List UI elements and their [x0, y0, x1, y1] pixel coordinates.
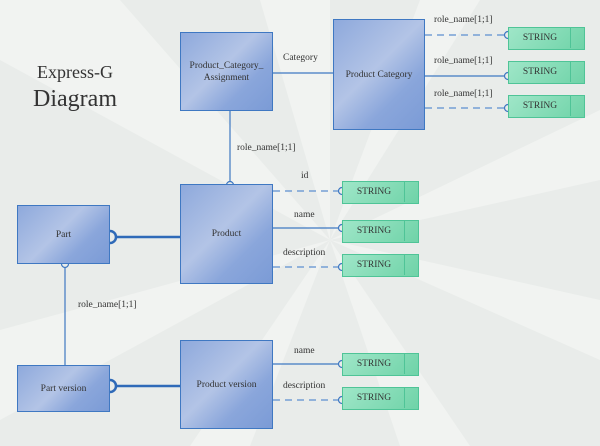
label-id: id [301, 171, 309, 181]
label-role-name: role_name[1;1] [78, 300, 137, 310]
string-label: STRING [356, 187, 392, 197]
string-label: STRING [356, 393, 392, 403]
label-description: description [283, 248, 326, 258]
diagram-title-line1: Express-G [37, 62, 113, 82]
string-cell [404, 221, 418, 241]
type-string[interactable]: STRING [508, 61, 585, 84]
string-cell [404, 182, 418, 202]
type-string[interactable]: STRING [342, 181, 419, 204]
label-name: name [294, 346, 315, 356]
entity-part-version[interactable]: Part version [17, 365, 110, 412]
label-role-name: role_name[1;1] [434, 89, 493, 99]
type-string[interactable]: STRING [342, 254, 419, 277]
type-string[interactable]: STRING [342, 220, 419, 243]
type-string[interactable]: STRING [508, 27, 585, 50]
string-cell [570, 28, 584, 48]
string-cell [404, 388, 418, 408]
label-name: name [294, 210, 315, 220]
string-label: STRING [522, 101, 558, 111]
string-label: STRING [522, 33, 558, 43]
entity-part[interactable]: Part [17, 205, 110, 264]
entity-product-version[interactable]: Product version [180, 340, 273, 429]
entity-product-category[interactable]: Product Category [333, 19, 425, 130]
string-label: STRING [356, 359, 392, 369]
entity-product[interactable]: Product [180, 184, 273, 284]
string-cell [570, 96, 584, 116]
type-string[interactable]: STRING [342, 353, 419, 376]
label-role-name: role_name[1;1] [434, 56, 493, 66]
string-cell [570, 62, 584, 82]
type-string[interactable]: STRING [342, 387, 419, 410]
diagram-title-line2: Diagram [33, 86, 117, 112]
type-string[interactable]: STRING [508, 95, 585, 118]
label-role-name: role_name[1;1] [434, 15, 493, 25]
string-label: STRING [356, 260, 392, 270]
string-cell [404, 255, 418, 275]
label-role-name: role_name[1;1] [237, 143, 296, 153]
label-category: Category [283, 53, 318, 63]
string-cell [404, 354, 418, 374]
string-label: STRING [356, 226, 392, 236]
label-description: description [283, 381, 326, 391]
entity-product-category-assignment[interactable]: Product_Category_ Assignment [180, 32, 273, 111]
string-label: STRING [522, 67, 558, 77]
